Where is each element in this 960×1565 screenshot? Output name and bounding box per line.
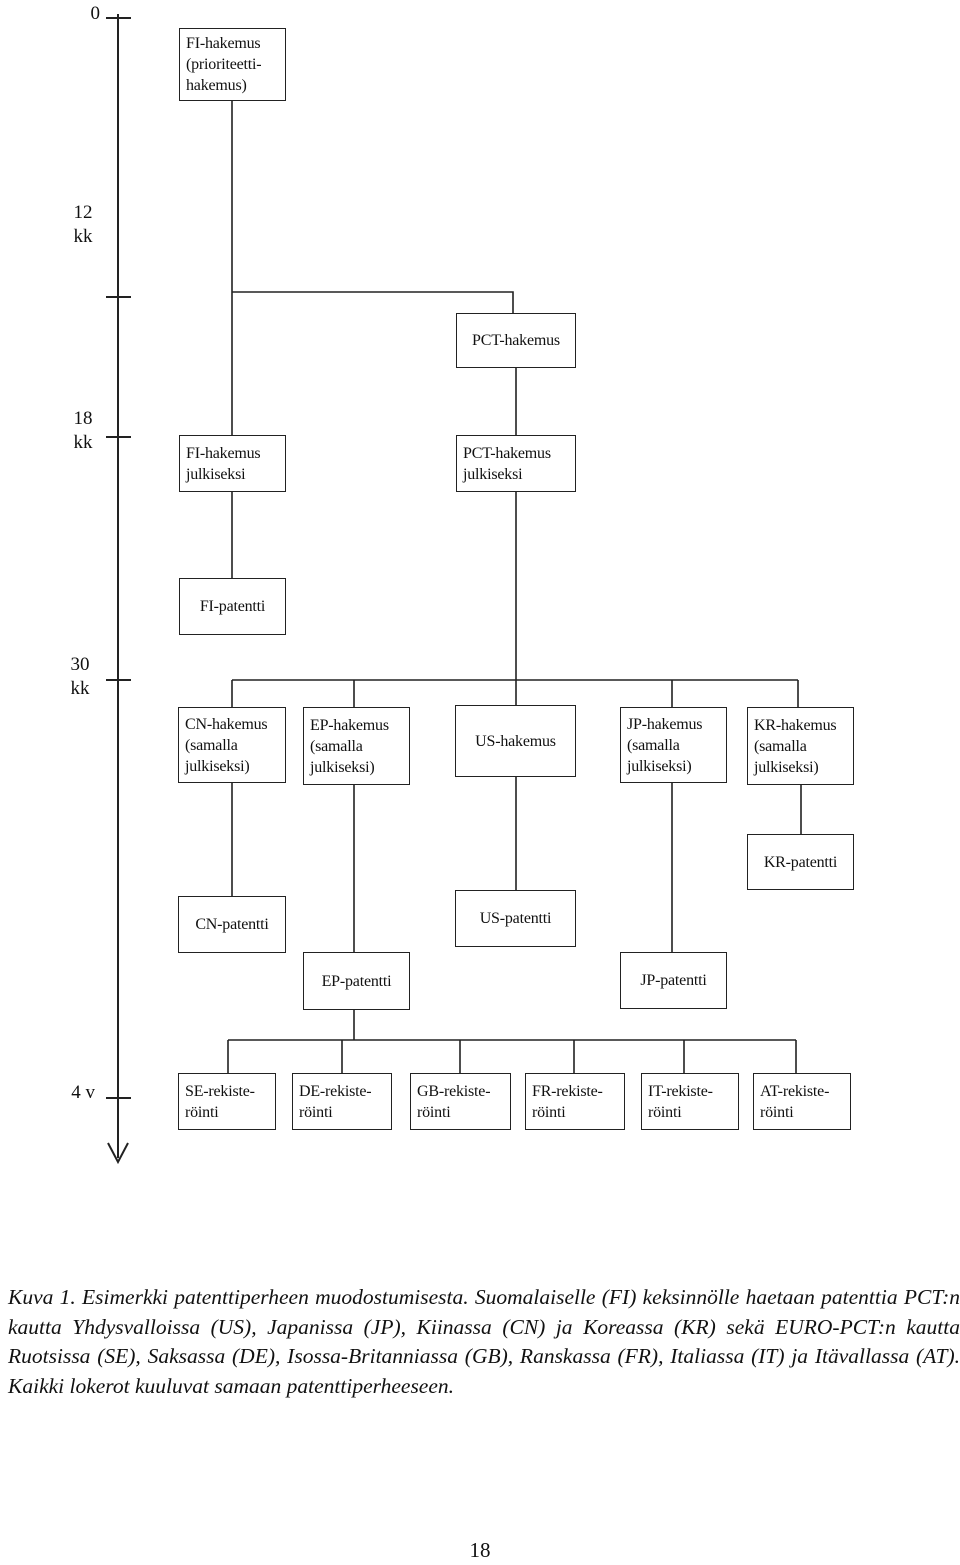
timeline-arrowhead bbox=[107, 1142, 129, 1165]
node-label: CN-hakemus (samalla julkiseksi) bbox=[185, 715, 268, 775]
node-label: SE-rekiste- röinti bbox=[185, 1082, 255, 1121]
node-it-rekisterointi: IT-rekiste- röinti bbox=[641, 1073, 739, 1130]
node-label: FI-hakemus (prioriteetti- hakemus) bbox=[186, 35, 262, 94]
node-label: EP-hakemus (samalla julkiseksi) bbox=[310, 716, 389, 776]
timeline-label-30: 30 kk bbox=[70, 654, 90, 699]
node-label: JP-patentti bbox=[640, 972, 707, 989]
node-pct-julkiseksi: PCT-hakemus julkiseksi bbox=[456, 435, 576, 492]
node-cn-patentti: CN-patentti bbox=[178, 896, 286, 953]
node-at-rekisterointi: AT-rekiste- röinti bbox=[753, 1073, 851, 1130]
node-label: GB-rekiste- röinti bbox=[417, 1082, 491, 1121]
node-kr-hakemus: KR-hakemus (samalla julkiseksi) bbox=[747, 707, 854, 785]
node-se-rekisterointi: SE-rekiste- röinti bbox=[178, 1073, 276, 1130]
node-fr-rekisterointi: FR-rekiste- röinti bbox=[525, 1073, 625, 1130]
timeline-label-4v: 4 v bbox=[71, 1082, 95, 1103]
node-jp-patentti: JP-patentti bbox=[620, 952, 727, 1009]
node-label: EP-patentti bbox=[321, 972, 392, 990]
node-label: US-patentti bbox=[479, 910, 552, 927]
node-label: DE-rekiste- röinti bbox=[299, 1082, 372, 1121]
node-pct-hakemus: PCT-hakemus bbox=[456, 313, 576, 368]
connector-fi-to-pct bbox=[232, 291, 514, 313]
timeline-label-0: 0 bbox=[90, 3, 101, 24]
node-label: US-hakemus bbox=[475, 732, 556, 750]
timeline-label-18: 18 kk bbox=[73, 408, 93, 453]
node-label: CN-patentti bbox=[195, 916, 269, 933]
node-label: IT-rekiste- röinti bbox=[648, 1082, 713, 1121]
node-jp-hakemus: JP-hakemus (samalla julkiseksi) bbox=[620, 707, 727, 783]
node-us-hakemus: US-hakemus bbox=[455, 705, 576, 777]
node-label: PCT-hakemus julkiseksi bbox=[463, 444, 551, 483]
timeline-label-12: 12 kk bbox=[73, 202, 93, 247]
node-kr-patentti: KR-patentti bbox=[747, 834, 854, 890]
node-label: KR-hakemus (samalla julkiseksi) bbox=[754, 716, 837, 776]
node-label: FI-hakemus julkiseksi bbox=[186, 444, 261, 483]
node-de-rekisterointi: DE-rekiste- röinti bbox=[292, 1073, 392, 1130]
node-ep-patentti: EP-patentti bbox=[303, 952, 410, 1010]
node-ep-hakemus: EP-hakemus (samalla julkiseksi) bbox=[303, 707, 410, 785]
node-gb-rekisterointi: GB-rekiste- röinti bbox=[410, 1073, 511, 1130]
figure-caption: Kuva 1. Esimerkki patenttiperheen muodos… bbox=[8, 1285, 960, 1398]
patent-family-diagram bbox=[106, 14, 802, 1165]
node-label: PCT-hakemus bbox=[472, 332, 560, 349]
node-label: FI-patentti bbox=[199, 598, 266, 615]
node-label: FR-rekiste- röinti bbox=[532, 1082, 603, 1121]
node-fi-julkiseksi: FI-hakemus julkiseksi bbox=[179, 435, 286, 492]
node-fi-patentti: FI-patentti bbox=[179, 578, 286, 635]
node-label: AT-rekiste- röinti bbox=[760, 1082, 830, 1121]
node-label: JP-hakemus (samalla julkiseksi) bbox=[627, 715, 703, 775]
node-us-patentti: US-patentti bbox=[455, 890, 576, 947]
node-fi-hakemus: FI-hakemus (prioriteetti- hakemus) bbox=[179, 28, 286, 101]
node-cn-hakemus: CN-hakemus (samalla julkiseksi) bbox=[178, 707, 286, 783]
page-number: 18 bbox=[469, 1538, 491, 1562]
node-label: KR-patentti bbox=[763, 853, 838, 871]
